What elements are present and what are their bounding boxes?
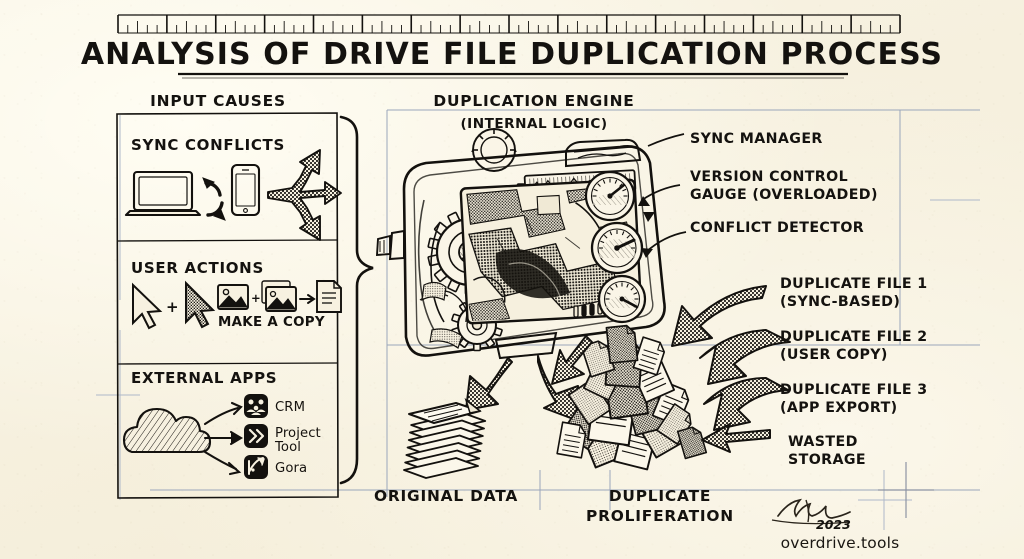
plus-icon: + (166, 298, 179, 316)
handwritten-signature (771, 498, 851, 525)
app-label-project-tool-line2: Tool (274, 440, 301, 455)
image-icon (217, 284, 249, 310)
input-to-engine-brace (339, 115, 374, 485)
cursor-icon (132, 282, 163, 330)
duplicate-pile (556, 324, 708, 471)
gauge-top (584, 170, 636, 222)
intake-port (375, 229, 405, 261)
callout-conflict-detector: CONFLICT DETECTOR (690, 220, 864, 236)
callout-duplicate-2-line1: DUPLICATE FILE 2 (780, 329, 928, 345)
output-arrow-right (537, 355, 579, 421)
arrow-duplicate-1 (671, 285, 767, 347)
smartphone-icon (230, 163, 261, 217)
registration-cross (878, 462, 934, 518)
construction-guides (96, 109, 980, 530)
label-duplicate-line1: DUPLICATE (609, 487, 711, 505)
callout-version-control-line1: VERSION CONTROL (690, 169, 848, 185)
callout-duplicate-1-line1: DUPLICATE FILE 1 (780, 276, 928, 292)
callout-version-control-line2: GAUGE (OVERLOADED) (690, 187, 878, 203)
section-title-sync-conflicts: SYNC CONFLICTS (131, 136, 285, 154)
label-duplicate-line2: PROLIFERATION (586, 507, 734, 525)
engine-heading: DUPLICATION ENGINE (433, 92, 634, 110)
cloud-icon (122, 407, 212, 454)
version-control-gauge (590, 221, 644, 275)
section-title-external-apps: EXTERNAL APPS (131, 369, 277, 387)
arrow-duplicate-2 (699, 329, 791, 385)
plus-icon-2: + (251, 291, 261, 305)
duplication-engine-illustration (375, 128, 666, 360)
conflict-detector-part (597, 274, 647, 324)
arrow-wasted-storage (701, 423, 771, 453)
callout-leaders (638, 133, 687, 258)
input-causes-heading: INPUT CAUSES (150, 92, 286, 110)
top-ruler-scale (117, 14, 901, 34)
callout-duplicate-3-line1: DUPLICATE FILE 3 (780, 382, 928, 398)
document-icon (316, 280, 342, 313)
arrow-duplicate-3 (703, 377, 789, 431)
section-title-user-actions: USER ACTIONS (131, 259, 264, 277)
original-data-stack (403, 397, 487, 479)
cursor-selected-icon (185, 280, 216, 329)
callout-sync-manager: SYNC MANAGER (690, 131, 823, 147)
top-gear-knob (472, 128, 516, 172)
image-copy-icon (261, 280, 297, 312)
app-label-project-tool-line1: Project (275, 426, 321, 441)
three-way-split-arrow-icon (267, 149, 342, 241)
signature-year: 2023 (816, 517, 851, 532)
output-funnel (494, 331, 558, 360)
callout-wasted-line2: STORAGE (788, 452, 866, 468)
engine-subheading: (INTERNAL LOGIC) (460, 116, 607, 132)
app-label-gora: Gora (275, 461, 307, 476)
label-original-data: ORIGINAL DATA (374, 487, 518, 505)
callout-duplicate-3-line2: (APP EXPORT) (780, 400, 898, 416)
duplicate-arrows (551, 285, 791, 453)
sync-arrows-icon (202, 177, 226, 221)
app-icon-crm (244, 394, 268, 418)
app-icon-gora (244, 455, 268, 479)
sync-manager-part (565, 138, 642, 168)
callout-duplicate-2-line2: (USER COPY) (780, 347, 888, 363)
page-title: ANALYSIS OF DRIVE FILE DUPLICATION PROCE… (81, 37, 943, 72)
arrow-into-pile-left (551, 335, 593, 385)
callout-duplicate-1-line2: (SYNC-BASED) (780, 294, 900, 310)
input-causes-panel (116, 112, 339, 499)
arrow-right-icon (299, 294, 316, 304)
app-icon-project-tool (244, 424, 268, 448)
external-apps-arrows (203, 401, 244, 476)
app-label-crm: CRM (275, 400, 305, 415)
output-arrow-left (465, 357, 513, 411)
site-watermark: overdrive.tools (781, 534, 900, 552)
laptop-icon (124, 170, 202, 217)
make-a-copy-caption: MAKE A COPY (218, 315, 325, 330)
display-panel (459, 178, 643, 325)
callout-wasted-line1: WASTED (788, 434, 858, 450)
